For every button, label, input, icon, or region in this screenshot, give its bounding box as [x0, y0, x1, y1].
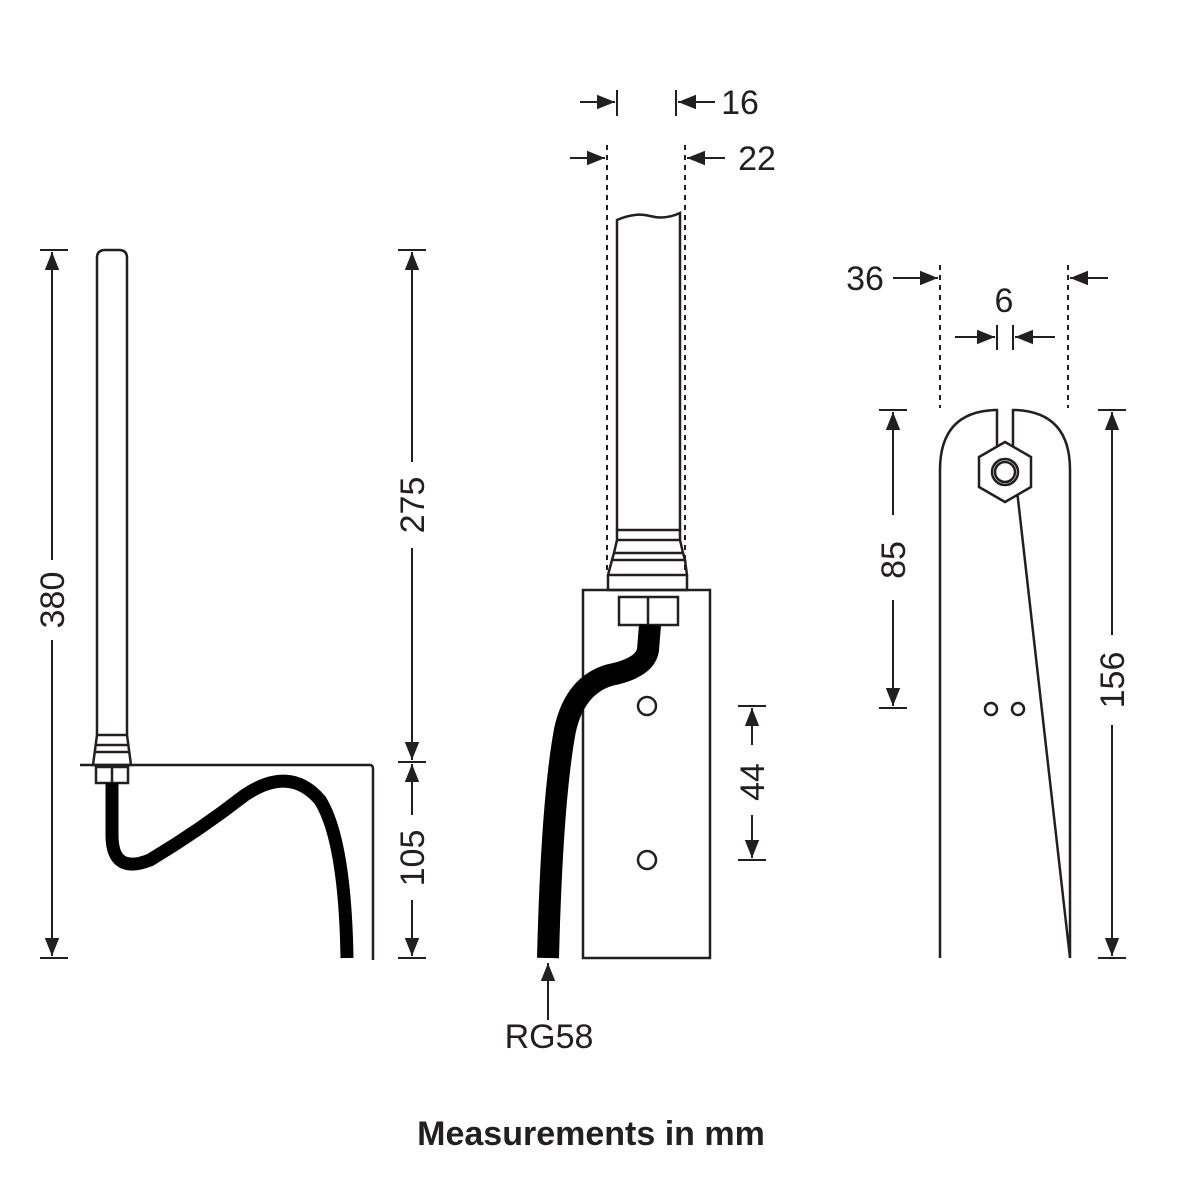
antenna-tube — [615, 211, 682, 530]
dimension-label-105: 105 — [394, 830, 432, 887]
dimension-105: 105 — [394, 764, 432, 956]
cable — [537, 624, 661, 959]
dimension-156: 156 — [1094, 409, 1132, 959]
dimension-85: 85 — [875, 409, 913, 709]
antenna-tube — [95, 248, 129, 735]
dimension-label-22: 22 — [738, 140, 776, 178]
dimension-22: 22 — [570, 140, 776, 178]
dimension-380: 380 — [34, 249, 72, 959]
dimension-label-6: 6 — [995, 282, 1014, 320]
antenna-connector — [606, 528, 689, 592]
mounting-hole — [636, 695, 658, 717]
nut-bore — [990, 457, 1020, 487]
dimension-16: 16 — [580, 84, 759, 122]
side-view: 380 275 105 — [34, 248, 432, 960]
cable — [105, 774, 354, 959]
caption: Measurements in mm — [417, 1115, 765, 1153]
dimension-275: 275 — [394, 249, 432, 959]
nut — [617, 595, 680, 627]
dimension-label-156: 156 — [1094, 652, 1132, 709]
mounting-plate — [581, 588, 712, 960]
hex-nut — [977, 440, 1033, 504]
cable-label: RG58 — [505, 1018, 594, 1056]
dimension-label-16: 16 — [721, 84, 759, 122]
bracket-view: 36 6 85 156 — [846, 260, 1132, 959]
dimension-label-36: 36 — [846, 260, 884, 298]
mounting-hole — [636, 849, 658, 871]
nut — [94, 765, 130, 785]
dimension-label-275: 275 — [394, 477, 432, 534]
mounting-hole — [1010, 701, 1026, 717]
antenna-connector — [91, 733, 133, 767]
mounting-hole — [983, 701, 999, 717]
front-view: 16 22 44 RG58 — [505, 84, 776, 1056]
cable-callout: RG58 — [505, 963, 594, 1056]
dimension-label-85: 85 — [875, 541, 913, 579]
dimension-label-44: 44 — [734, 763, 772, 801]
mounting-bracket — [80, 763, 375, 960]
dimension-44: 44 — [734, 705, 772, 861]
bracket-plate — [938, 408, 1072, 959]
dimension-6: 6 — [955, 282, 1055, 350]
dimension-label-380: 380 — [34, 572, 72, 629]
dimension-36: 36 — [846, 260, 1108, 298]
